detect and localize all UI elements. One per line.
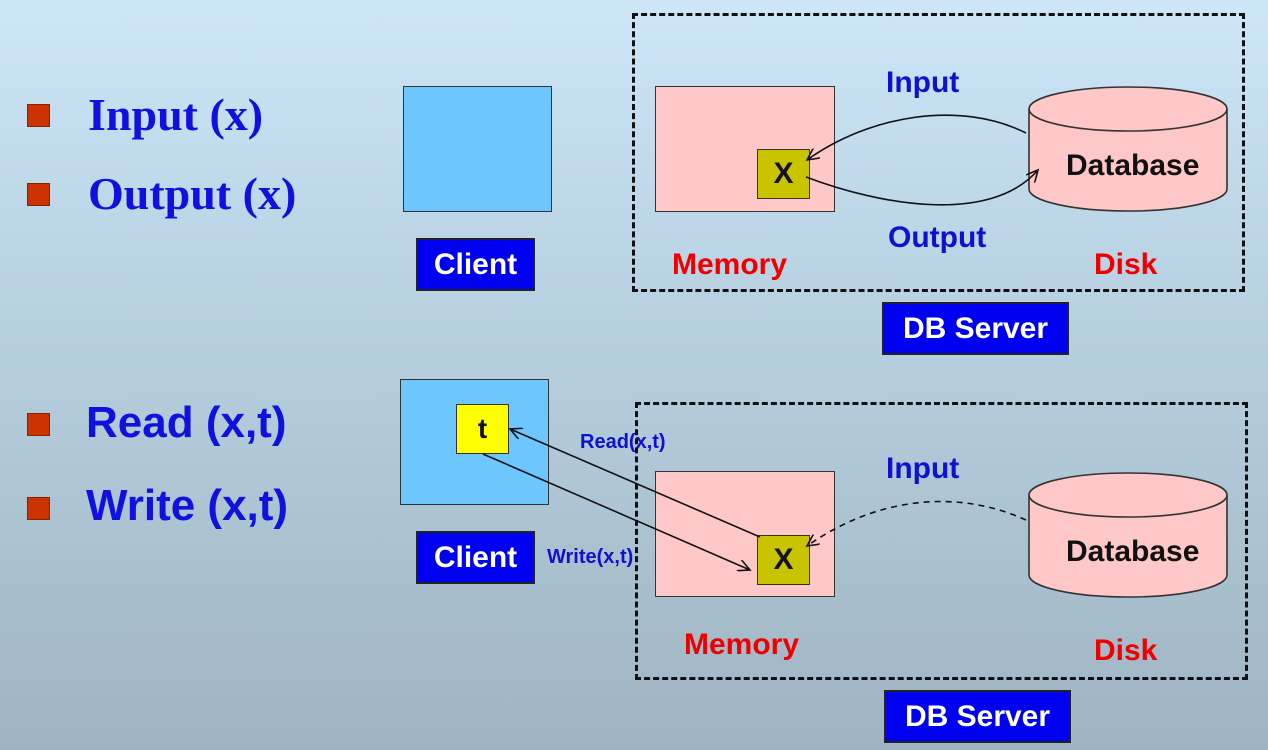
top-db-server-label: DB Server bbox=[882, 302, 1069, 355]
top-client-label: Client bbox=[416, 238, 535, 291]
bullet-output-text: Output (x) bbox=[88, 168, 297, 219]
top-output-arrow bbox=[805, 170, 1038, 206]
bullet-read-text: Read (x,t) bbox=[86, 398, 287, 447]
bottom-db-server-boundary bbox=[635, 402, 1248, 680]
top-client-box bbox=[403, 86, 552, 212]
bottom-read-label: Read(x,t) bbox=[580, 431, 666, 453]
top-database-cylinder-icon bbox=[1028, 86, 1228, 212]
top-input-label: Input bbox=[886, 66, 960, 99]
bottom-client-label: Client bbox=[416, 531, 535, 584]
bottom-variable-x: X bbox=[757, 535, 810, 585]
bullet-square-icon bbox=[27, 497, 50, 520]
bottom-disk-label: Disk bbox=[1094, 634, 1158, 667]
bottom-input-label: Input bbox=[886, 452, 960, 485]
top-database-label: Database bbox=[1066, 149, 1200, 182]
bullet-write-text: Write (x,t) bbox=[86, 481, 289, 530]
top-input-arrow bbox=[807, 114, 1027, 160]
bullet-square-icon bbox=[27, 104, 50, 127]
bullet-input-text: Input (x) bbox=[88, 89, 264, 140]
bottom-database-label: Database bbox=[1066, 535, 1200, 568]
bottom-memory-label: Memory bbox=[684, 628, 800, 661]
bullet-square-icon bbox=[27, 413, 50, 436]
top-db-server-boundary bbox=[632, 13, 1245, 292]
bottom-write-label: Write(x,t) bbox=[547, 546, 634, 568]
bottom-database-cylinder-icon bbox=[1028, 472, 1228, 598]
top-memory-label: Memory bbox=[672, 248, 788, 281]
top-output-label: Output bbox=[888, 221, 987, 254]
bottom-db-server-label: DB Server bbox=[884, 690, 1071, 743]
top-disk-label: Disk bbox=[1094, 248, 1158, 281]
bottom-read-arrow bbox=[510, 429, 761, 538]
top-variable-x: X bbox=[757, 149, 810, 199]
bottom-write-arrow bbox=[482, 453, 750, 570]
bottom-input-dashed-arrow bbox=[807, 500, 1027, 546]
bottom-local-variable-t: t bbox=[456, 404, 509, 454]
bullet-square-icon bbox=[27, 183, 50, 206]
